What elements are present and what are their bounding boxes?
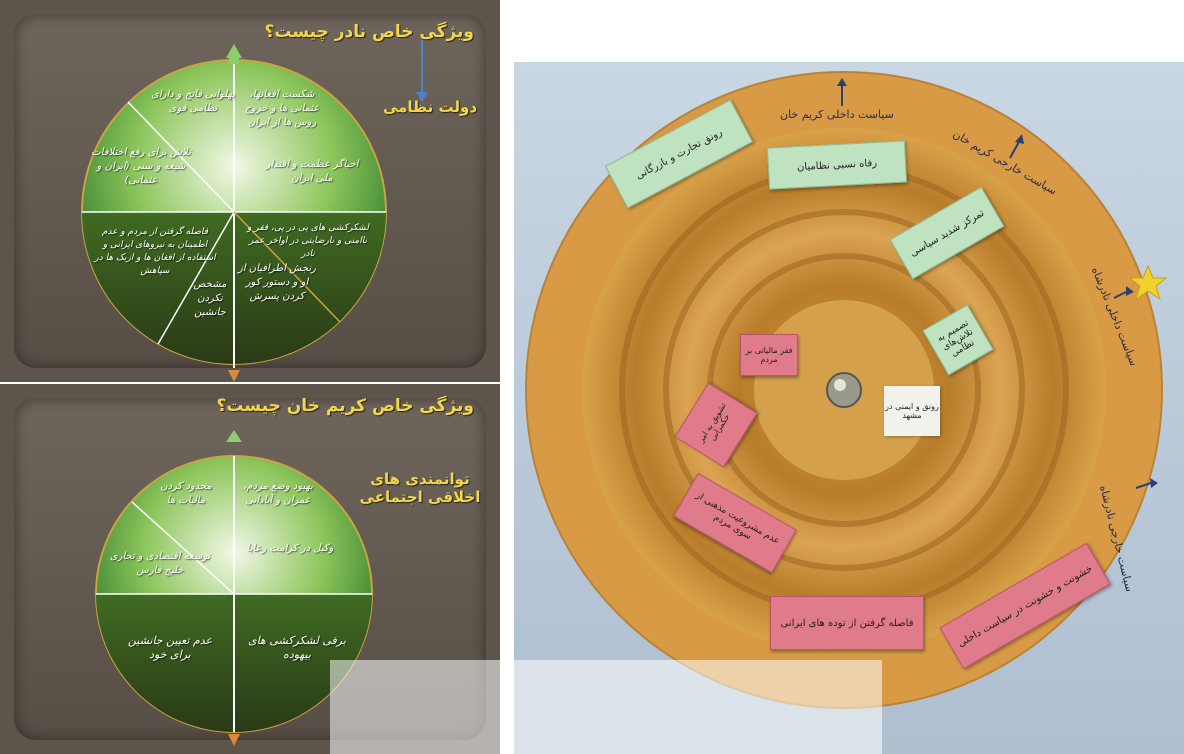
ring-label-1: سیاست داخلی کریم خان — [780, 108, 894, 121]
nader-question: ویژگی خاص نادر چیست؟ — [264, 22, 475, 42]
nader-seg-4: احیاگر عظمت و اقتدار ملی ایران — [265, 159, 359, 184]
nader-seg-7: مشخص نکردن جانشین — [193, 279, 227, 318]
watermark-overlay — [330, 660, 882, 754]
answer-arrow — [416, 40, 428, 102]
pink-card-1: فقر مالیاتی بر مردم — [740, 334, 798, 376]
karim-question: ویژگی خاص کریم خان چیست؟ — [216, 396, 474, 416]
karim-seg-6: برفی لشکرکشی های بیهوده — [248, 634, 346, 661]
nader-seg-2: شکست افغانها، عثمانی ها و خروج روس ها از… — [244, 89, 320, 128]
nader-panel: ویژگی خاص نادر چیست؟ دولت نظامی پهلوانی … — [0, 0, 500, 382]
nader-pie — [81, 44, 387, 382]
nader-seg-5: فاصله گرفتن از مردم و عدم اطمینان به نیر… — [94, 227, 216, 276]
green-card-2: رفاه نسبی نظامیان — [766, 140, 908, 190]
nader-seg-6: لشکرکشی های پی در پی، فقر و ناامنی و نار… — [247, 223, 369, 259]
karim-pie — [95, 430, 373, 746]
center-note: رونق و ایمنی در مشهد — [884, 386, 940, 436]
nader-seg-1: پهلوانی فاتح و دارای نظامی قوی — [151, 89, 235, 114]
wheel-photo: سیاست داخلی کریم خان سیاست خارجی کریم خا… — [514, 62, 1184, 754]
karim-seg-1: محدود کردن مالیات ها — [160, 481, 212, 506]
nader-seg-3: تلاش برای رفع اختلافات شیعه و سنی (ایران… — [91, 147, 191, 186]
pink-card-4: فاصله گرفتن از توده های ایرانی — [770, 596, 924, 650]
karim-seg-5: عدم تعیین جانشین برای خود — [127, 634, 213, 661]
nader-answer: دولت نظامی — [382, 98, 478, 116]
nader-seg-8: رنجش اطرافیان از او و دستور کور کردن پسر… — [237, 263, 316, 302]
karim-seg-2: بهبود وضع مردم، عمران و آبادانی — [243, 481, 313, 506]
karim-seg-3: توسعه اقتصادی و تجاری خلیج فارس — [109, 551, 211, 576]
karim-seg-4: وکیل در کرامت رعایا — [246, 543, 334, 554]
karim-answer: توانمندی های اخلاقی اجتماعی — [359, 470, 481, 506]
karim-panel: ویژگی خاص کریم خان چیست؟ توانمندی های اخ… — [0, 384, 500, 754]
